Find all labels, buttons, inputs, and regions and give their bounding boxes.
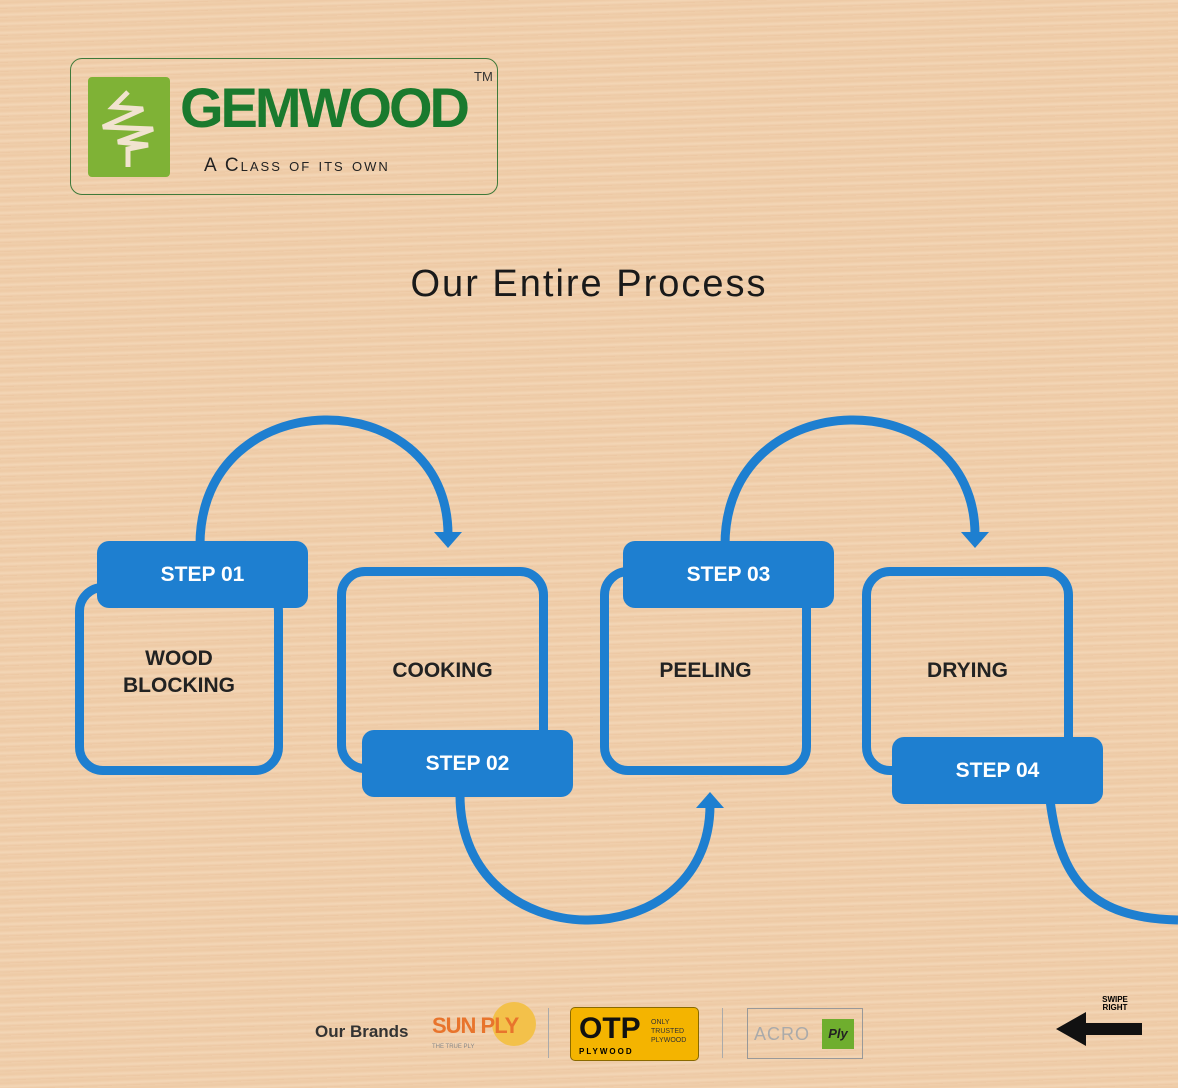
brands-label: Our Brands — [315, 1022, 409, 1041]
step-4-label: STEP 04 — [892, 737, 1103, 804]
arrowhead — [961, 532, 989, 548]
step-4-name: DRYING — [927, 659, 1008, 682]
otp-logo: OTP PLYWOOD ONLY TRUSTED PLYWOOD — [570, 1007, 699, 1061]
step-3-label: STEP 03 — [623, 541, 834, 608]
brand-name: GEMWOOD — [180, 76, 470, 139]
tagline: A Class of its own — [204, 155, 390, 176]
trademark: TM — [474, 69, 493, 84]
step-1-label: STEP 01 — [97, 541, 308, 608]
swipe-label: SWIPE RIGHT — [1102, 995, 1128, 1012]
arrowhead — [696, 792, 724, 808]
logo-frame — [70, 58, 498, 195]
acroply-logo: ACRO Ply — [747, 1008, 863, 1059]
divider — [548, 1008, 549, 1058]
sunply-logo: SUN PLY THE TRUE PLY — [432, 1000, 540, 1056]
arrow-2-3 — [455, 794, 715, 925]
step-3-name: PEELING — [659, 659, 752, 682]
page-title: Our Entire Process — [410, 263, 768, 305]
arrow-3-4 — [720, 415, 980, 546]
arrow-4-next — [1045, 799, 1178, 925]
divider — [722, 1008, 723, 1058]
swipe-arrow-icon[interactable] — [1056, 1012, 1142, 1046]
step-1-name: WOOD BLOCKING — [123, 647, 235, 697]
step-2-label: STEP 02 — [362, 730, 573, 797]
tree-logo-icon — [88, 77, 170, 177]
arrowhead — [434, 532, 462, 548]
step-2-name: COOKING — [392, 659, 493, 682]
arrow-1-2 — [195, 415, 453, 546]
